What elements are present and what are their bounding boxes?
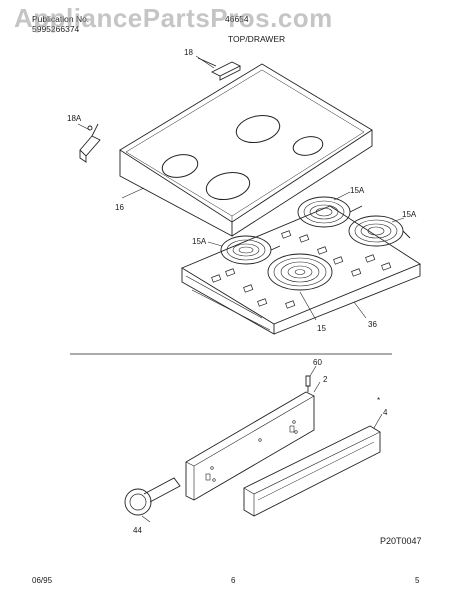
watermark: AppliancePartsPros.com	[14, 3, 333, 33]
surface-element-right-rear	[297, 196, 363, 228]
callout-44: 44	[133, 526, 142, 535]
callout-16: 16	[115, 203, 124, 212]
model-number: 46654	[225, 14, 249, 24]
surface-element-left-front	[267, 253, 333, 291]
callout-15: 15	[317, 324, 326, 333]
callout-18a: 18A	[67, 114, 82, 123]
callout-4: 4	[383, 408, 388, 417]
callout-15a-right: 15A	[402, 210, 417, 219]
footer-code: 5	[415, 576, 420, 585]
footer-page: 6	[231, 576, 236, 585]
footer-date: 06/95	[32, 576, 53, 585]
drawer-body	[185, 391, 315, 501]
callout-36: 36	[368, 320, 377, 329]
drawer-roller	[124, 477, 181, 523]
callout-15a-left: 15A	[192, 237, 207, 246]
surface-element-left-rear	[220, 235, 281, 265]
callout-2: 2	[323, 375, 328, 384]
diagram-code: P20T0047	[380, 536, 422, 546]
drawer-panel	[243, 425, 381, 517]
publication-label: Publication No.	[32, 14, 90, 24]
callout-15a-top: 15A	[350, 186, 365, 195]
surface-element-right-front	[348, 215, 411, 247]
callout-60: 60	[313, 358, 322, 367]
cooktop-panel	[119, 63, 373, 237]
callout-18: 18	[184, 48, 193, 57]
drawer-screw	[305, 375, 311, 392]
cooktop-burner-markings	[161, 114, 324, 201]
section-title: TOP/DRAWER	[228, 34, 286, 44]
publication-number: 5995266374	[32, 24, 80, 34]
burner-box	[181, 205, 421, 335]
leader-lines-top	[77, 55, 405, 321]
callout-star: *	[377, 396, 381, 405]
leader-lines-bottom	[309, 365, 383, 429]
